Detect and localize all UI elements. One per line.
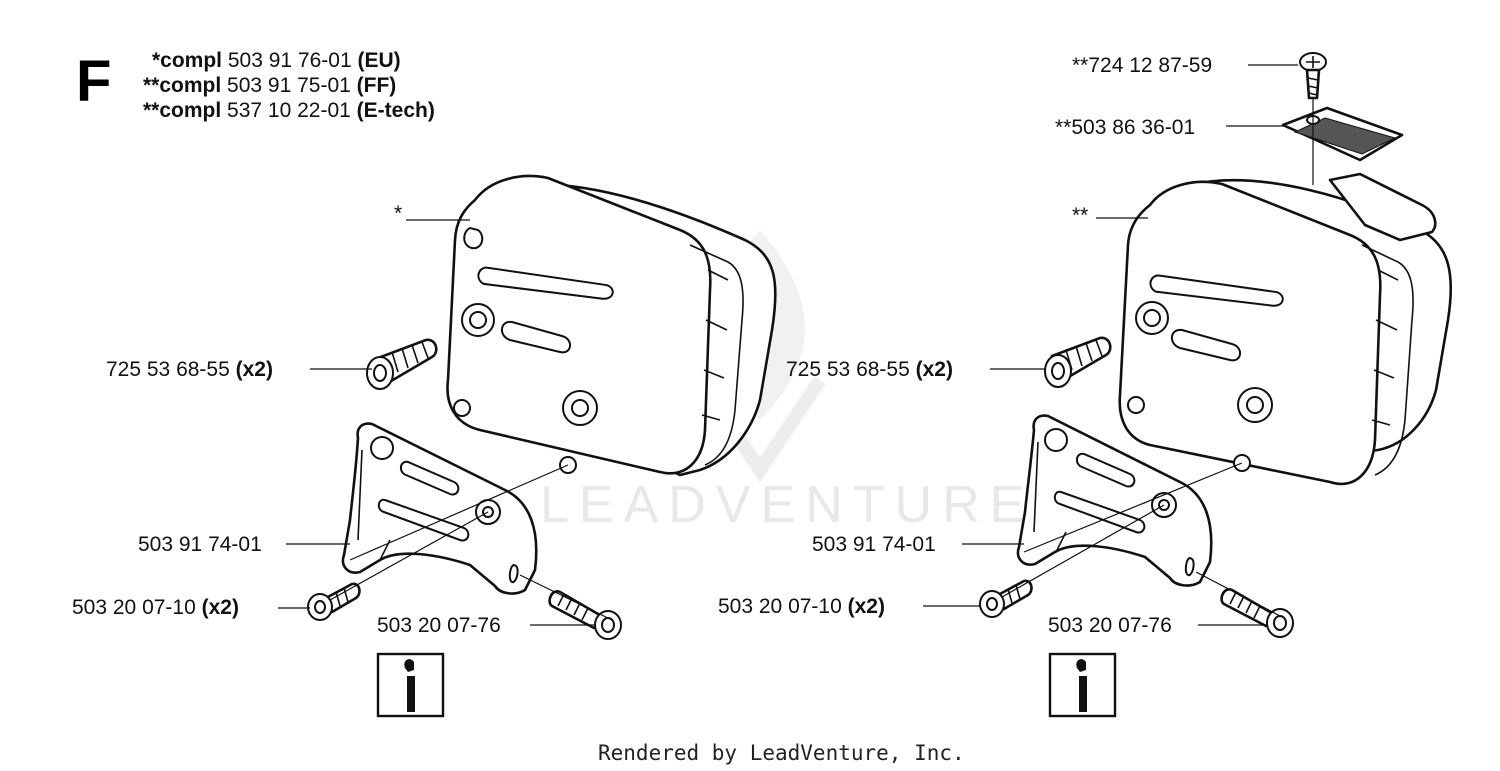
right-top-screw[interactable] xyxy=(1299,52,1327,100)
right-star-label: ** xyxy=(1072,204,1088,227)
left-bolt[interactable] xyxy=(366,338,438,390)
left-small-screw[interactable] xyxy=(307,582,361,621)
left-star-label: * xyxy=(394,202,402,225)
header-line-ff: **compl 503 91 75-01 (FF) xyxy=(143,74,396,97)
right-top-screw-label: **724 12 87-59 xyxy=(1072,54,1212,77)
left-wrench-icon xyxy=(376,652,445,718)
left-bolt-label: 725 53 68-55 (x2) xyxy=(106,358,273,381)
left-muffler[interactable] xyxy=(446,174,777,477)
left-assembly: * 725 53 68-55 (x2) 503 91 74-01 503 20 … xyxy=(72,174,777,718)
right-wrench-icon xyxy=(1048,652,1117,718)
header-line-etech: **compl 537 10 22-01 (E-tech) xyxy=(143,99,435,122)
right-screw[interactable] xyxy=(1220,588,1294,638)
header-lines: *compl 503 91 76-01 (EU) **compl 503 91 … xyxy=(143,49,435,122)
right-small-screw-label: 503 20 07-10 (x2) xyxy=(718,595,885,618)
right-bracket-label: 503 91 74-01 xyxy=(812,533,936,556)
section-letter: F xyxy=(76,49,111,114)
right-screen[interactable] xyxy=(1281,106,1404,162)
header-line-eu: *compl 503 91 76-01 (EU) xyxy=(152,49,401,72)
left-bracket-label: 503 91 74-01 xyxy=(138,533,262,556)
right-screen-label: **503 86 36-01 xyxy=(1055,116,1195,139)
right-assembly: **724 12 87-59 **503 86 36-01 ** 725 53 … xyxy=(718,52,1453,718)
right-bolt[interactable] xyxy=(1044,336,1112,388)
right-bracket[interactable] xyxy=(1016,414,1213,587)
right-bolt-label: 725 53 68-55 (x2) xyxy=(786,358,953,381)
left-screw-label: 503 20 07-76 xyxy=(377,614,501,637)
footer-credit: Rendered by LeadVenture, Inc. xyxy=(598,741,965,765)
right-muffler[interactable] xyxy=(1118,172,1453,486)
right-small-screw[interactable] xyxy=(979,579,1033,618)
left-bracket[interactable] xyxy=(341,422,538,595)
right-screw-label: 503 20 07-76 xyxy=(1048,614,1172,637)
left-screw[interactable] xyxy=(548,590,622,640)
left-small-screw-label: 503 20 07-10 (x2) xyxy=(72,596,239,619)
watermark-text: LEADVENTURE xyxy=(540,476,1034,534)
